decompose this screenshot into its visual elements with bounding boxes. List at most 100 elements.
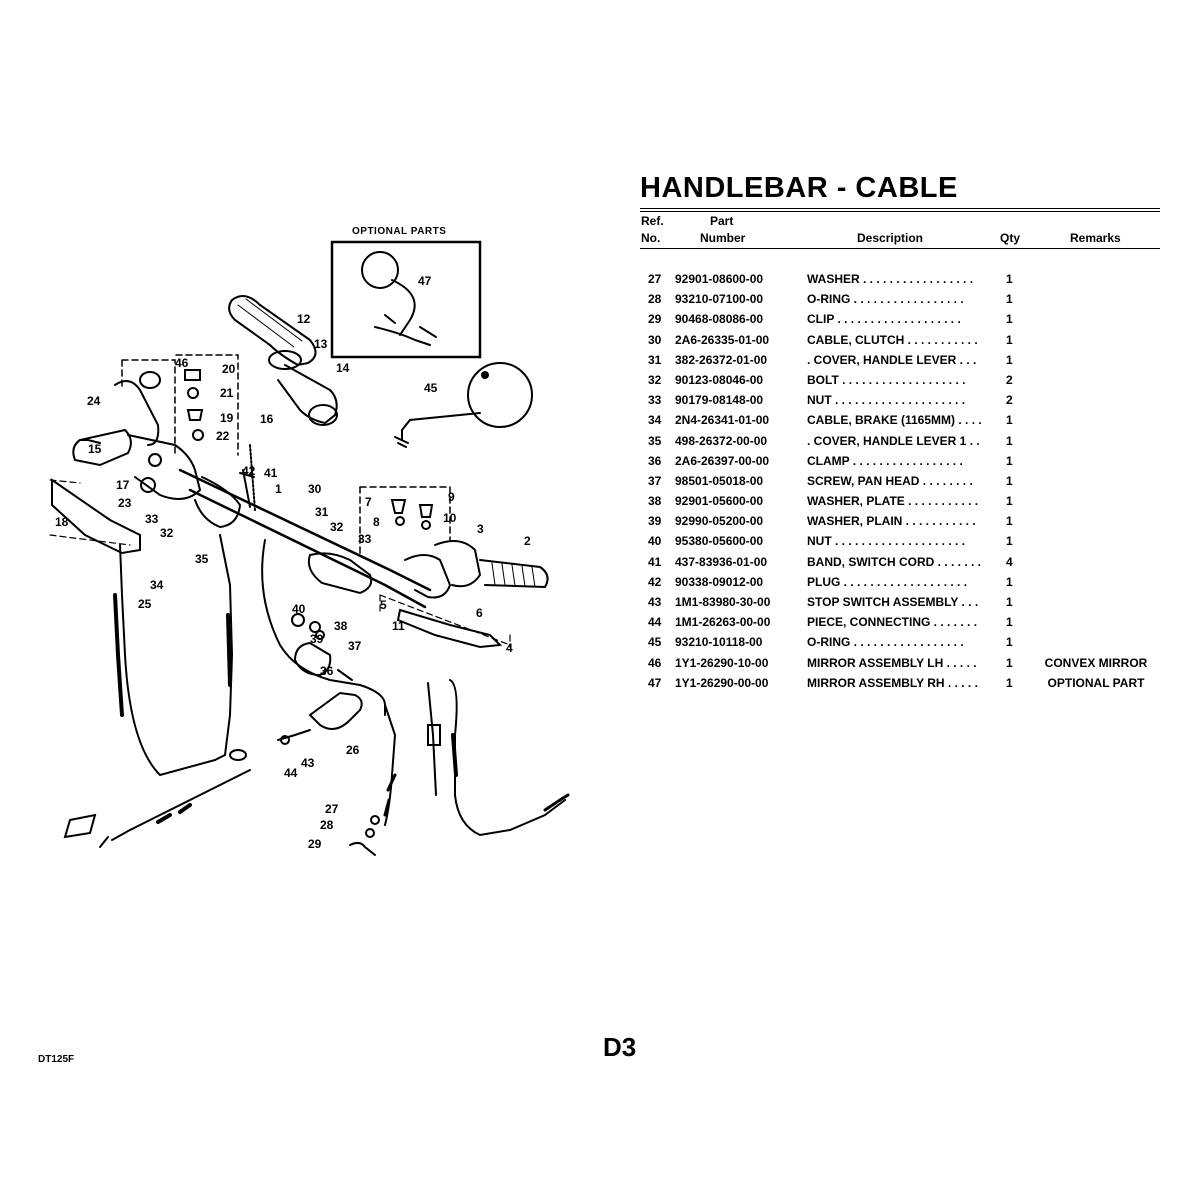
callout-label: 40 xyxy=(292,602,306,616)
qty-cell: 1 xyxy=(1006,494,1013,509)
part-number-cell: 382-26372-01-00 xyxy=(675,352,768,367)
qty-cell: 1 xyxy=(1006,473,1013,488)
part-number-cell: 95380-05600-00 xyxy=(675,534,764,549)
ref-cell: 28 xyxy=(648,292,662,307)
callout-label: 33 xyxy=(145,512,159,526)
callout-label: 20 xyxy=(222,362,236,376)
parts-list: HANDLEBAR - CABLE Ref. No. Part Number D… xyxy=(640,170,1160,693)
callout-label: 34 xyxy=(150,578,164,592)
callout-label: 9 xyxy=(448,490,455,504)
callout-label: 17 xyxy=(116,478,130,492)
callout-label: 37 xyxy=(348,639,362,653)
optional-parts-label: OPTIONAL PARTS xyxy=(352,226,446,237)
callout-label: 27 xyxy=(325,802,339,816)
callout-label: 45 xyxy=(424,381,438,395)
callout-label: 13 xyxy=(314,337,328,351)
ref-cell: 31 xyxy=(648,352,662,367)
remarks-cell: CONVEX MIRROR xyxy=(1044,655,1148,670)
callout-label: 22 xyxy=(216,429,230,443)
header-ref-bottom: No. xyxy=(641,231,661,245)
callout-label: 41 xyxy=(264,466,278,480)
callout-label: 14 xyxy=(336,361,350,375)
mirror-lh-46 xyxy=(467,362,533,428)
callout-label: 18 xyxy=(55,515,69,529)
ref-cell: 47 xyxy=(648,675,662,690)
callout-label: 35 xyxy=(195,552,209,566)
callout-label: 42 xyxy=(242,464,256,478)
ref-cell: 46 xyxy=(648,655,662,670)
remarks-cell: OPTIONAL PART xyxy=(1047,675,1145,690)
qty-cell: 1 xyxy=(1006,312,1013,327)
part-number-cell: 2N4-26341-01-00 xyxy=(675,413,770,428)
description-cell: MIRROR ASSEMBLY LH . . . . . xyxy=(807,655,977,670)
header-part-bottom: Number xyxy=(700,231,746,245)
description-cell: MIRROR ASSEMBLY RH . . . . . xyxy=(807,675,978,690)
part-number-cell: 90468-08086-00 xyxy=(675,312,764,327)
qty-cell: 1 xyxy=(1006,413,1013,428)
part-number-cell: 498-26372-00-00 xyxy=(675,433,768,448)
callout-label: 2 xyxy=(524,534,531,548)
description-cell: CLAMP . . . . . . . . . . . . . . . . . xyxy=(807,453,963,468)
part-number-cell: 93210-07100-00 xyxy=(675,292,764,307)
callout-label: 16 xyxy=(260,412,274,426)
ref-cell: 43 xyxy=(648,595,662,609)
header-description: Description xyxy=(857,231,924,245)
throttle-cover-31 xyxy=(307,552,373,595)
qty-cell: 1 xyxy=(1006,332,1013,347)
grip-ring-13 xyxy=(268,350,302,370)
callout-label: 3 xyxy=(477,522,484,536)
callout-label: 21 xyxy=(220,386,234,400)
plug-42 xyxy=(139,371,161,389)
ref-cell: 37 xyxy=(648,473,662,488)
description-cell: CLIP . . . . . . . . . . . . . . . . . .… xyxy=(807,312,961,327)
table-row: 46 1Y1-26290-10-00 MIRROR ASSEMBLY LH . . … xyxy=(640,653,1160,673)
description-cell: O-RING . . . . . . . . . . . . . . . . . xyxy=(807,292,964,307)
callout-label: 29 xyxy=(308,837,322,851)
qty-cell: 1 xyxy=(1006,292,1013,307)
description-cell: STOP SWITCH ASSEMBLY . . . xyxy=(807,595,979,609)
qty-cell: 1 xyxy=(1006,574,1013,589)
ref-cell: 35 xyxy=(648,433,662,448)
part-number-cell: 92901-05600-00 xyxy=(675,494,764,509)
ref-cell: 38 xyxy=(648,494,662,509)
table-row: 28 93210-07100-00 O-RING . . . . . . . . .… xyxy=(640,289,1160,309)
ref-cell: 39 xyxy=(648,514,662,529)
cable-adjuster-15 xyxy=(72,428,132,467)
grip-12 xyxy=(228,295,317,367)
ref-cell: 34 xyxy=(648,413,662,428)
description-cell: WASHER . . . . . . . . . . . . . . . . . xyxy=(807,272,974,286)
ref-cell: 33 xyxy=(648,393,662,408)
part-number-cell: 90179-08148-00 xyxy=(675,393,764,408)
ref-cell: 40 xyxy=(648,534,662,549)
callout-label: 10 xyxy=(443,511,457,525)
callout-label: 5 xyxy=(380,598,387,612)
clutch-cable-34 xyxy=(119,544,216,777)
description-cell: BOLT . . . . . . . . . . . . . . . . . .… xyxy=(807,372,966,387)
callout-label: 1 xyxy=(275,482,282,496)
callout-label: 30 xyxy=(308,482,322,496)
description-cell: SCREW, PAN HEAD . . . . . . . . xyxy=(807,473,973,488)
qty-cell: 1 xyxy=(1006,635,1013,650)
description-cell: CABLE, CLUTCH . . . . . . . . . . . xyxy=(807,332,978,347)
brake-cable-25 xyxy=(219,534,234,756)
part-number-cell: 93210-10118-00 xyxy=(675,635,763,650)
part-number-cell: 90123-08046-00 xyxy=(675,372,764,387)
part-number-cell: 437-83936-01-00 xyxy=(675,554,768,569)
handlebar-1 xyxy=(178,468,432,592)
qty-cell: 1 xyxy=(1006,534,1013,549)
qty-cell: 1 xyxy=(1006,514,1013,529)
part-number-cell: 1Y1-26290-10-00 xyxy=(675,655,769,670)
